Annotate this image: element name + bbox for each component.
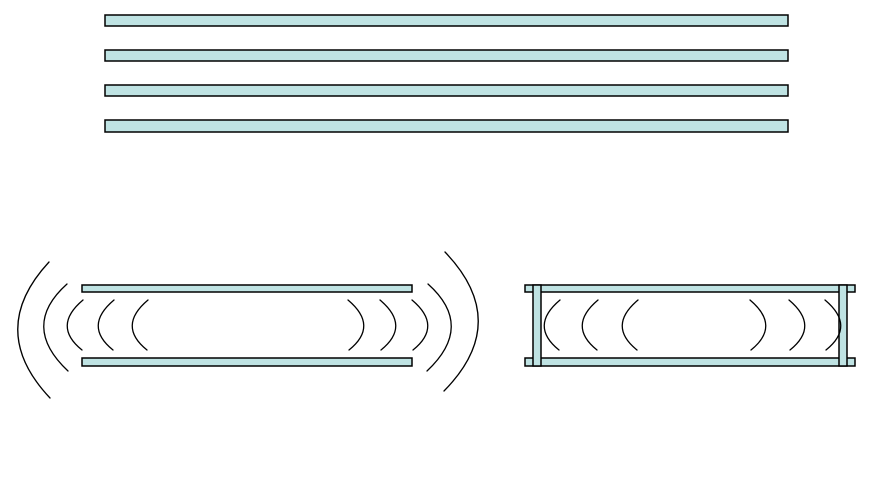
cavity-left-cap <box>533 285 541 366</box>
plate-4-rect <box>105 120 788 132</box>
plate-4 <box>105 120 788 132</box>
open-waveguide-bottom-plate <box>82 358 412 366</box>
open-left-wavefront-5 <box>132 300 148 350</box>
cavity-top-plate <box>525 285 855 292</box>
open-left-wavefront-1 <box>18 262 50 398</box>
cavity-left-wavefront-1 <box>544 300 560 350</box>
stacked-plates-panel <box>105 15 788 132</box>
closed-cavity-panel <box>525 285 855 366</box>
open-right-wavefront-3 <box>412 300 428 350</box>
open-right-wavefront-1 <box>348 300 364 350</box>
cavity-left-wavefront-2 <box>582 300 598 350</box>
open-left-wavefront-2 <box>44 284 68 371</box>
cavity-left-cap-rect <box>533 285 541 366</box>
cavity-bottom-rect <box>525 358 855 366</box>
plate-2-rect <box>105 50 788 61</box>
open-waveguide-panel <box>18 252 479 398</box>
open-right-wavefront-4 <box>427 284 451 371</box>
plate-1-rect <box>105 15 788 26</box>
open-waveguide-top-plate <box>82 285 412 292</box>
plate-3-rect <box>105 85 788 96</box>
cavity-right-wavefront-1 <box>750 300 766 350</box>
plate-2 <box>105 50 788 61</box>
open-left-wavefront-3 <box>67 300 83 350</box>
cavity-left-wavefront-3 <box>622 300 638 350</box>
open-waveguide-top-rect <box>82 285 412 292</box>
open-waveguide-bottom-rect <box>82 358 412 366</box>
open-right-wavefront-2 <box>380 300 396 350</box>
plate-3 <box>105 85 788 96</box>
open-right-wavefront-5 <box>444 252 478 391</box>
cavity-bottom-plate <box>525 358 855 366</box>
cavity-right-wavefront-2 <box>789 300 805 350</box>
cavity-top-rect <box>525 285 855 292</box>
plate-1 <box>105 15 788 26</box>
open-left-wavefront-4 <box>98 300 114 350</box>
